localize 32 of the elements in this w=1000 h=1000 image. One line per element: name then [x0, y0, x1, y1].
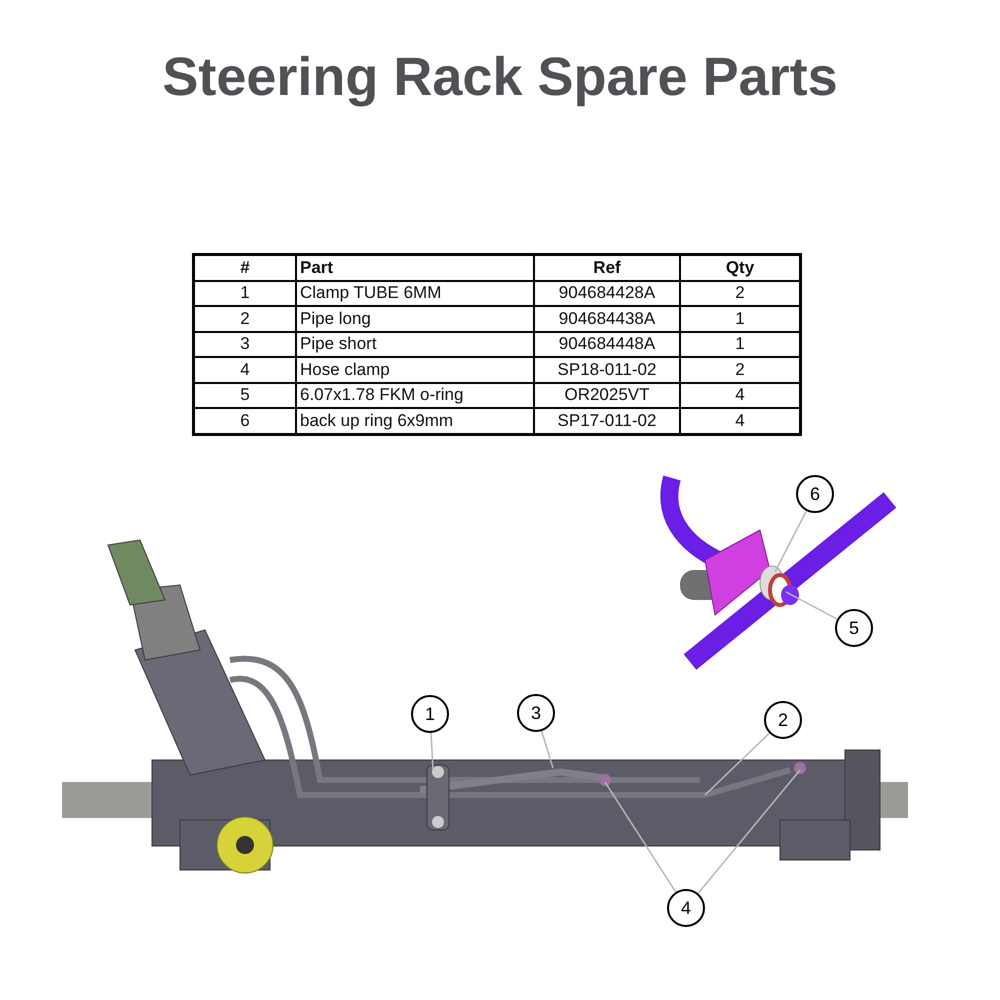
leader-line: [604, 782, 676, 892]
part-name-cell: Hose clamp: [296, 357, 534, 382]
column-header: Ref: [534, 254, 680, 280]
page-title: Steering Rack Spare Parts: [161, 46, 839, 108]
reference-number-cell: SP18-011-02: [534, 357, 680, 382]
leader-line: [540, 730, 554, 768]
callout-number: 3: [517, 694, 555, 732]
item-number-cell: 1: [194, 280, 296, 306]
item-number-cell: 4: [194, 357, 296, 382]
leader-line: [430, 732, 434, 770]
item-number-cell: 5: [194, 382, 296, 408]
callout-number: 2: [764, 701, 802, 739]
part-name-cell: Pipe short: [296, 332, 534, 357]
column-header: Part: [296, 254, 534, 280]
reference-number-cell: 904684448A: [534, 332, 680, 357]
leader-line: [698, 770, 801, 894]
item-number-cell: 3: [194, 332, 296, 357]
leader-line: [786, 591, 838, 620]
part-name-cell: Clamp TUBE 6MM: [296, 280, 534, 306]
callout-number: 6: [796, 475, 834, 513]
callout-number: 1: [411, 695, 449, 733]
column-header: #: [194, 254, 296, 280]
part-name-cell: Pipe long: [296, 306, 534, 332]
callout-number: 4: [667, 889, 705, 927]
item-number-cell: 2: [194, 306, 296, 332]
reference-number-cell: OR2025VT: [534, 382, 680, 408]
part-name-cell: 6.07x1.78 FKM o-ring: [296, 382, 534, 408]
leader-line: [704, 732, 770, 796]
callout-number: 5: [835, 609, 873, 647]
reference-number-cell: 904684438A: [534, 306, 680, 332]
reference-number-cell: 904684428A: [534, 280, 680, 306]
leader-line: [774, 510, 807, 572]
